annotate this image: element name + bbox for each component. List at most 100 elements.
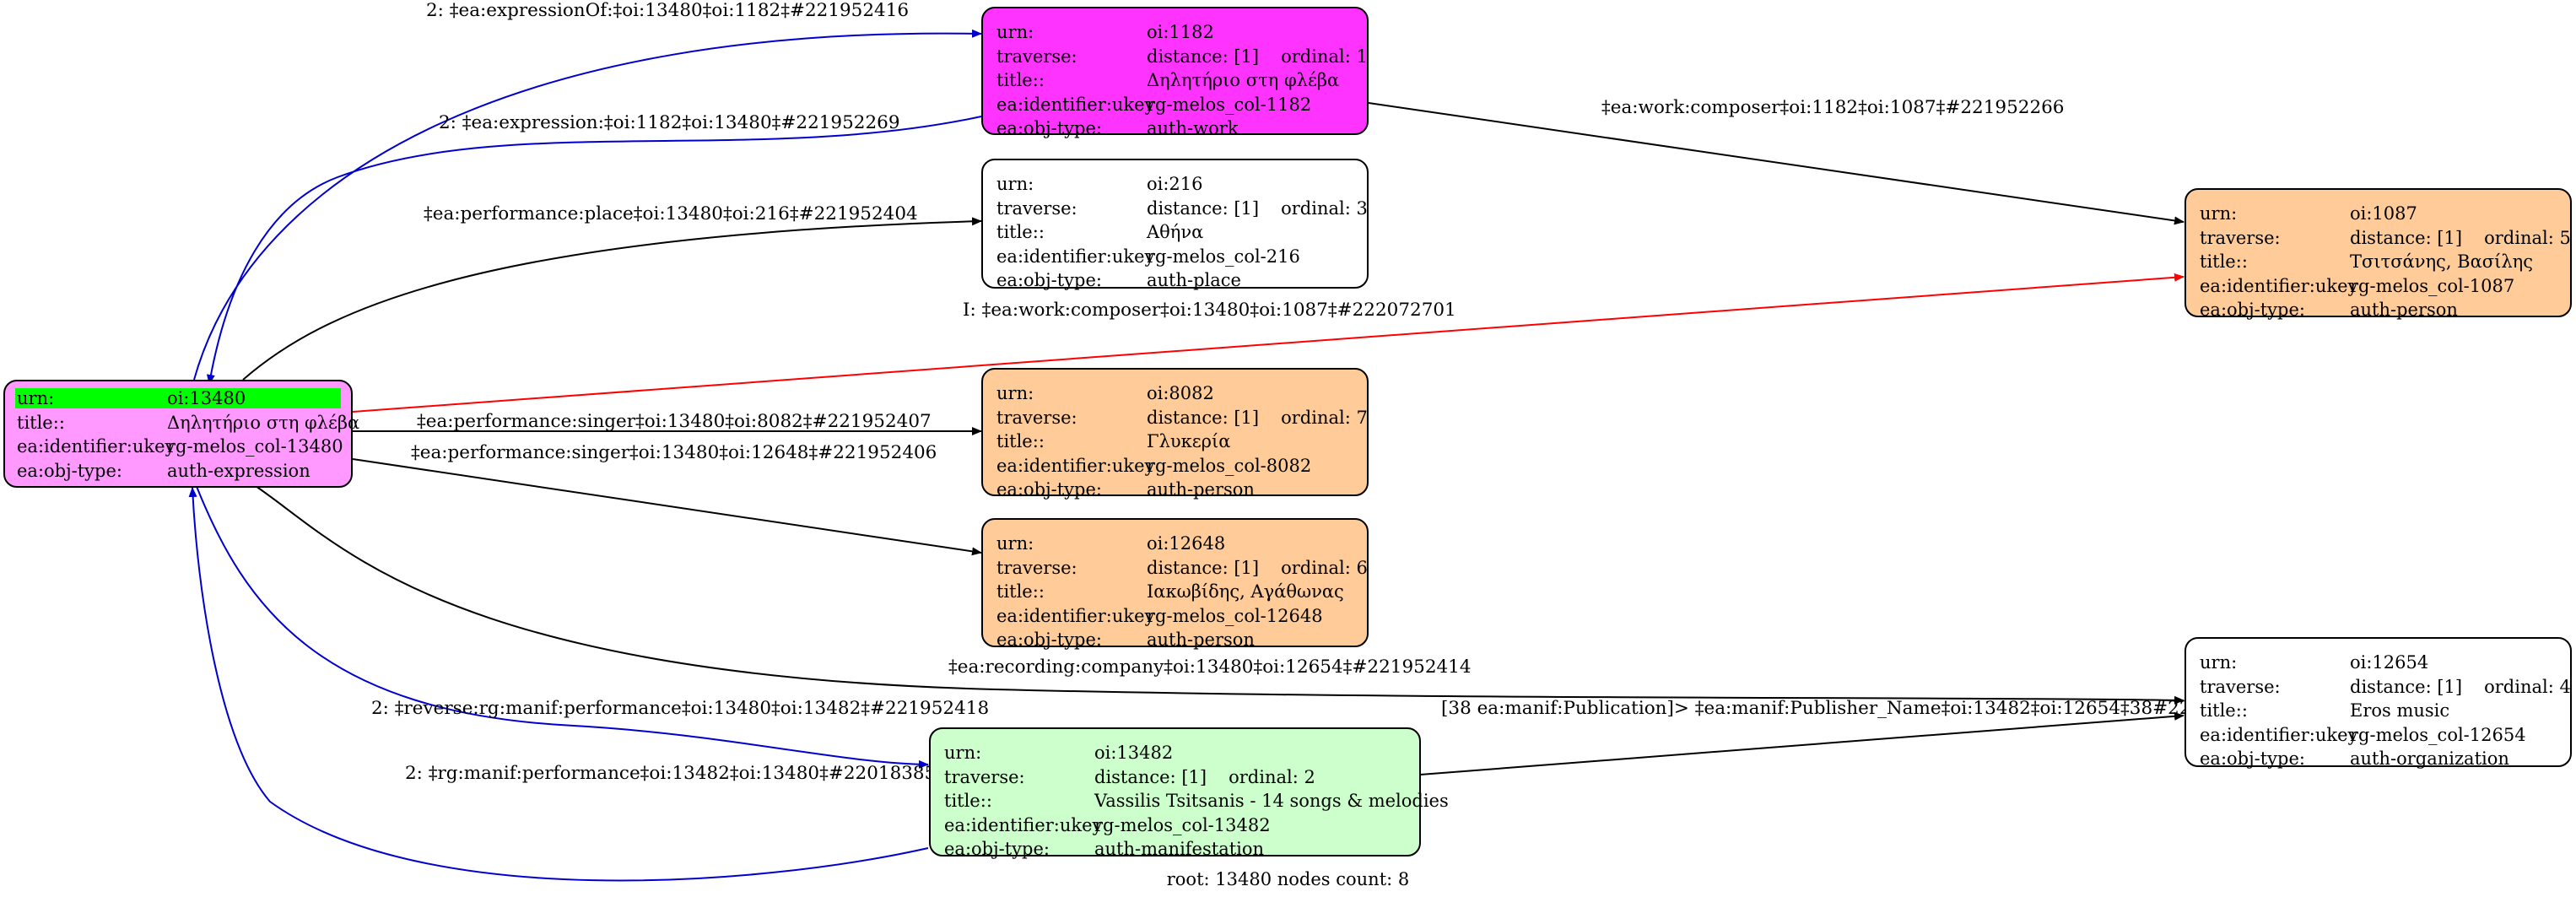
field-value: Δηλητήριο στη φλέβα bbox=[167, 412, 360, 433]
field-title: title::Δηλητήριο στη φλέβα bbox=[995, 68, 1358, 93]
field-value: Eros music bbox=[2350, 700, 2450, 721]
field-key: urn: bbox=[996, 533, 1034, 554]
edge-label: 2: ‡ea:expressionOf:‡oi:13480‡oi:1182‡#2… bbox=[426, 0, 909, 21]
distance-value: distance: [1] bbox=[1147, 46, 1260, 67]
node-oi-12654[interactable]: urn: oi:12654 traverse:distance: [1]ordin… bbox=[2184, 637, 2572, 769]
field-urn: urn:oi:8082 bbox=[995, 381, 1358, 406]
field-value: oi:13480 bbox=[165, 388, 341, 409]
field-key: traverse: bbox=[944, 766, 1025, 787]
field-key: urn: bbox=[2200, 203, 2238, 224]
node-oi-1182[interactable]: urn:oi:1182 traverse:distance: [1]ordina… bbox=[981, 7, 1369, 138]
field-key: ea:identifier:ukey bbox=[996, 455, 1155, 476]
ordinal-value: ordinal: 7 bbox=[1281, 407, 1368, 428]
field-title: title::Γλυκερία bbox=[995, 430, 1358, 454]
field-key: ea:obj-type: bbox=[17, 460, 122, 481]
field-value: Γλυκερία bbox=[1147, 431, 1231, 452]
field-objtype: ea:obj-type: auth-place bbox=[995, 268, 1358, 293]
edge-recording-company bbox=[252, 484, 2184, 705]
node-oi-13480[interactable]: urn: oi:13480 title:: Δηλητήριο στη φλέβ… bbox=[3, 380, 359, 488]
field-key: ea:obj-type: bbox=[996, 270, 1102, 291]
distance-value: distance: [1] bbox=[1147, 407, 1260, 428]
field-value: rg-melos_col-216 bbox=[1147, 246, 1300, 267]
edge-label: ‡ea:work:composer‡oi:1182‡oi:1087‡#22195… bbox=[1601, 97, 2064, 118]
field-key: ea:obj-type: bbox=[2200, 300, 2305, 321]
edge-label: 2: ‡reverse:rg:manif:performance‡oi:1348… bbox=[371, 698, 989, 719]
edge-label: 2: ‡ea:expression:‡oi:1182‡oi:13480‡#221… bbox=[439, 112, 900, 133]
field-urn: urn:oi:216 bbox=[995, 172, 1358, 197]
edge-manif-performance bbox=[188, 487, 929, 882]
field-key: ea:identifier:ukey bbox=[996, 246, 1155, 267]
node-oi-1087[interactable]: urn: oi:1087 traverse: distance: [1] ordina… bbox=[2184, 188, 2572, 320]
field-traverse: traverse:distance: [1]ordinal: 3 bbox=[995, 197, 1368, 221]
field-key: traverse: bbox=[996, 557, 1077, 578]
node-oi-13482[interactable]: urn:oi:13482 traverse:distance: [1]ordin… bbox=[929, 727, 1449, 859]
edge-publisher bbox=[1419, 711, 2184, 775]
graph-footer: root: 13480 nodes count: 8 bbox=[1166, 869, 1410, 889]
field-value: Δηλητήριο στη φλέβα bbox=[1147, 70, 1340, 91]
field-value: rg-melos_col-12654 bbox=[2350, 724, 2526, 745]
field-objtype: ea:obj-type:auth-person bbox=[995, 628, 1358, 652]
field-key: title:: bbox=[2200, 251, 2248, 273]
field-urn: urn:oi:1182 bbox=[995, 20, 1358, 45]
field-objtype: ea:obj-type: auth-work bbox=[995, 116, 1358, 141]
edge-inferred-composer bbox=[352, 273, 2184, 413]
edge-label: 2: ‡rg:manif:performance‡oi:13482‡oi:134… bbox=[405, 763, 948, 784]
field-key: ea:identifier:ukey bbox=[996, 605, 1155, 626]
field-objtype: ea:obj-type:auth-person bbox=[2198, 298, 2562, 322]
node-oi-8082[interactable]: urn:oi:8082 traverse:distance: [1]ordina… bbox=[981, 368, 1369, 500]
field-title: title::Ιακωβίδης, Αγάθωνας bbox=[995, 580, 1358, 604]
field-value: distance: [1]ordinal: 1 bbox=[1145, 46, 1368, 67]
field-value: auth-expression bbox=[167, 460, 311, 481]
field-title: title::Eros music bbox=[2198, 699, 2562, 723]
field-traverse: traverse:distance: [1]ordinal: 4 bbox=[2198, 675, 2571, 700]
field-value: distance: [1] ordinal: 7 bbox=[1145, 408, 1368, 428]
field-key: ea:identifier:ukey bbox=[17, 436, 176, 457]
field-value: Ιακωβίδης, Αγάθωνας bbox=[1147, 581, 1344, 603]
field-value: oi:1087 bbox=[2350, 203, 2417, 224]
field-value: oi:12654 bbox=[2350, 652, 2429, 673]
field-value: distance: [1] ordinal: 5 bbox=[2348, 228, 2571, 248]
field-key: title:: bbox=[17, 412, 65, 433]
field-traverse: traverse:distance: [1]ordinal: 2 bbox=[942, 765, 1411, 790]
ordinal-value: ordinal: 4 bbox=[2484, 676, 2571, 697]
field-value: auth-place bbox=[1147, 270, 1241, 291]
field-objtype: ea:obj-type: auth-expression bbox=[15, 459, 343, 484]
field-key: traverse: bbox=[2200, 227, 2281, 248]
field-title: title:: Δηλητήριο στη φλέβα bbox=[15, 411, 359, 435]
field-value: Αθήνα bbox=[1147, 222, 1204, 243]
field-key: urn: bbox=[2200, 652, 2238, 673]
node-oi-216[interactable]: urn:oi:216 traverse:distance: [1]ordinal… bbox=[981, 159, 1369, 290]
field-key: ea:identifier:ukey bbox=[2200, 275, 2358, 296]
field-urn: urn: oi:13480 bbox=[15, 386, 343, 411]
distance-value: distance: [1] bbox=[2350, 227, 2463, 248]
ordinal-value: ordinal: 6 bbox=[1281, 557, 1368, 578]
field-value: rg-melos_col-12648 bbox=[1147, 605, 1323, 626]
field-key: ea:obj-type: bbox=[944, 839, 1050, 860]
field-value: auth-work bbox=[1147, 118, 1239, 139]
field-key: title:: bbox=[944, 791, 992, 812]
field-key: ea:obj-type: bbox=[996, 630, 1102, 651]
field-traverse: traverse: distance: [1] ordinal: 5 bbox=[2198, 226, 2571, 251]
field-key: traverse: bbox=[2200, 676, 2281, 697]
field-title: title::Vassilis Tsitsanis - 14 songs & m… bbox=[942, 789, 1449, 813]
distance-value: distance: [1] bbox=[1094, 766, 1207, 787]
edge-label: ‡ea:performance:singer‡oi:13480‡oi:12648… bbox=[411, 442, 937, 463]
field-key: ea:obj-type: bbox=[996, 118, 1102, 139]
field-value: oi:12648 bbox=[1147, 533, 1226, 554]
field-value: oi:1182 bbox=[1147, 22, 1214, 43]
field-value: rg-melos_col-1182 bbox=[1147, 94, 1312, 115]
edge-label: ‡ea:recording:company‡oi:13480‡oi:12654‡… bbox=[948, 657, 1472, 678]
field-objtype: ea:obj-type:auth-manifestation bbox=[942, 837, 1411, 862]
field-key: ea:identifier:ukey bbox=[2200, 724, 2358, 745]
field-value: auth-person bbox=[1147, 479, 1255, 500]
ordinal-value: ordinal: 5 bbox=[2484, 227, 2571, 248]
node-oi-12648[interactable]: urn: oi:12648 traverse: distance: [1] ordin… bbox=[981, 518, 1369, 650]
distance-value: distance: [1] bbox=[1147, 557, 1260, 578]
field-key: ea:obj-type: bbox=[996, 479, 1102, 500]
field-title: title::Αθήνα bbox=[995, 220, 1358, 245]
field-title: title::Τσιτσάνης, Βασίλης bbox=[2198, 250, 2562, 274]
field-value: rg-melos_col-13480 bbox=[167, 436, 343, 457]
